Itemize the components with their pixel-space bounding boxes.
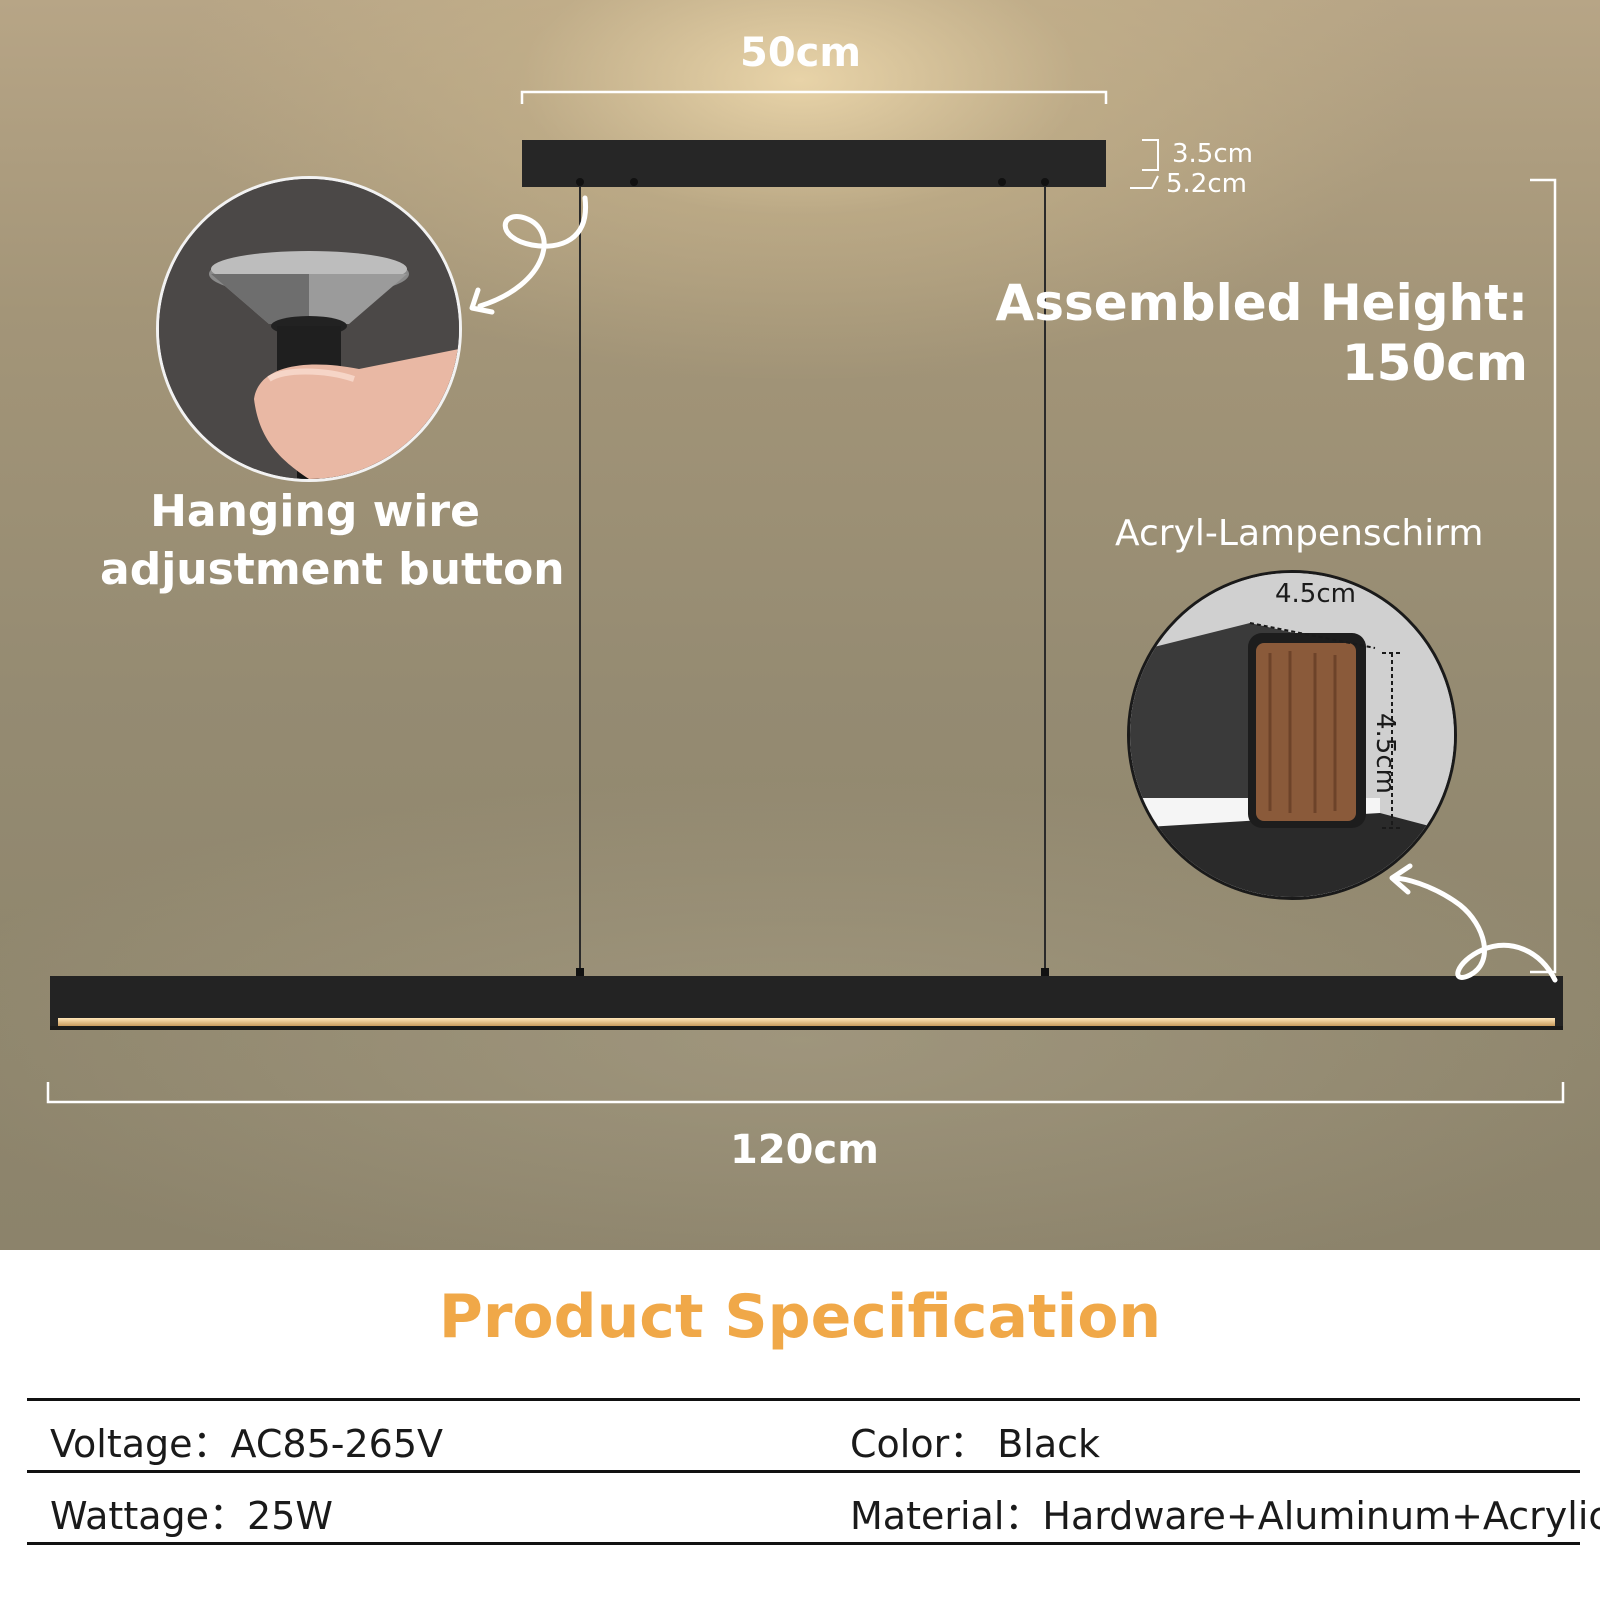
spec-value: Black <box>997 1422 1101 1466</box>
canopy-width-label: 50cm <box>740 30 862 76</box>
spec-wattage: Wattage：25W <box>50 1485 333 1540</box>
dimension-bracket-bottom <box>46 1082 1565 1104</box>
spec-label: Voltage： <box>50 1422 231 1466</box>
adjustment-button-icon <box>159 179 459 479</box>
hanging-wire-line2: adjustment button <box>100 544 565 595</box>
hanging-wire-line1: Hanging wire <box>150 486 480 537</box>
dimension-bracket-canopy <box>1130 139 1159 189</box>
shade-width-label: 4.5cm <box>1275 579 1356 609</box>
ceiling-canopy <box>522 140 1106 187</box>
spec-color: Color：Black <box>850 1413 1100 1468</box>
spec-value: Hardware+Aluminum+Acrylic <box>1042 1494 1600 1538</box>
shade-label: Acryl-Lampenschirm <box>1115 513 1484 554</box>
product-photo: 50cm 3.5cm 5.2cm Assembled Height: 150cm… <box>0 0 1600 1250</box>
adjustment-button-detail <box>156 176 462 482</box>
spec-voltage: Voltage：AC85-265V <box>50 1413 443 1468</box>
spec-title: Product Specification <box>438 1282 1162 1352</box>
spec-label: Wattage： <box>50 1494 248 1538</box>
light-bar <box>50 976 1563 1026</box>
assembled-height-value: 150cm <box>1341 334 1528 392</box>
fixture-illustration <box>46 90 1565 1104</box>
shade-height-label: 4.5cm <box>1370 713 1400 794</box>
table-rule-bottom <box>27 1542 1580 1545</box>
assembled-height-label: Assembled Height: 150cm <box>996 273 1528 393</box>
table-rule-top <box>27 1398 1580 1401</box>
spec-material: Material：Hardware+Aluminum+Acrylic <box>850 1485 1600 1540</box>
arrow-left-icon <box>477 195 589 309</box>
assembled-height-title: Assembled Height: <box>995 274 1528 332</box>
canopy-height-label-b: 5.2cm <box>1166 169 1247 199</box>
shade-profile-detail: 4.5cm 4.5cm <box>1127 570 1457 900</box>
spec-value: 25W <box>247 1494 333 1538</box>
table-rule-middle <box>27 1470 1580 1473</box>
bar-length-label: 120cm <box>730 1127 879 1173</box>
arrow-right-icon <box>1393 875 1558 983</box>
spec-label: Material： <box>850 1494 1043 1538</box>
dimension-bracket-top <box>520 90 1108 104</box>
shade-profile-icon <box>1130 573 1454 897</box>
spec-label: Color： <box>850 1422 988 1466</box>
dimension-bracket-height <box>1530 178 1557 974</box>
hanging-wire-callout: Hanging wire adjustment button <box>100 483 565 599</box>
spec-value: AC85-265V <box>230 1422 443 1466</box>
canopy-height-label-a: 3.5cm <box>1172 139 1253 169</box>
